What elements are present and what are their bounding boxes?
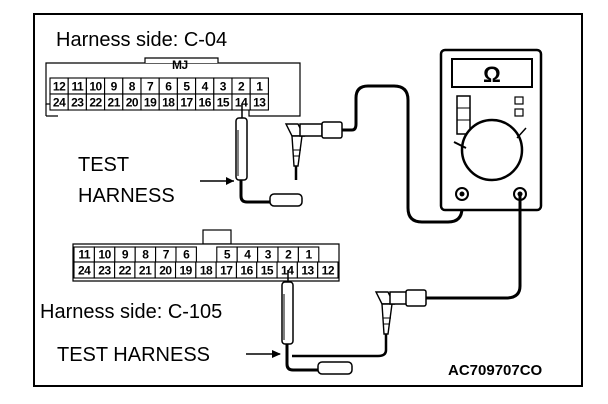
c105-top-pin-number: 1: [306, 248, 313, 262]
c105-bottom-pin-number: 15: [261, 264, 274, 278]
c105-top-pin-number: 10: [98, 248, 111, 262]
test-harness-top-label-2: HARNESS: [78, 185, 175, 207]
c04-top-pin-number: 7: [147, 80, 154, 94]
c04-top-pin-number: 5: [183, 80, 190, 94]
c105-bottom-pin-number: 23: [98, 264, 111, 278]
arrow-top: [226, 177, 234, 185]
test-harness-bottom-label: TEST HARNESS: [57, 344, 210, 366]
c04-top-pin-number: 12: [53, 80, 66, 94]
harness-plug-bottom: [317, 361, 353, 375]
c04-top-pin-number: 11: [71, 80, 84, 94]
c105-bottom-pin-number: 22: [119, 264, 132, 278]
test-harness-top: [235, 104, 343, 207]
c04-bottom-pin-cell: [249, 93, 269, 111]
connector-c04-tag: MJ: [172, 58, 188, 72]
connector-c04-label: Harness side: C-04: [56, 29, 227, 51]
c04-bottom-pin-number: 24: [53, 96, 66, 110]
c04-bottom-pin-number: 18: [162, 96, 175, 110]
c04-bottom-pin-number: 21: [108, 96, 121, 110]
c04-top-pin-number: 6: [165, 80, 172, 94]
c105-bottom-pin-number: 18: [200, 264, 213, 278]
c04-bottom-pin-number: 17: [180, 96, 193, 110]
c04-bottom-pin-number: 14: [235, 96, 248, 110]
c105-bottom-pin-number: 13: [301, 264, 314, 278]
connector-c04-tab: [144, 57, 219, 63]
connector-c105-label: Harness side: C-105: [40, 301, 222, 323]
c105-top-pin-number: 4: [244, 248, 251, 262]
c04-top-pin-number: 4: [202, 80, 209, 94]
c04-bottom-pin-number: 16: [199, 96, 212, 110]
c105-bottom-pin-number: 17: [220, 264, 233, 278]
selector-dial: [460, 118, 524, 182]
c105-top-pin-number: 11: [78, 248, 91, 262]
multimeter-display: [451, 58, 533, 88]
c105-top-pin-number: 9: [122, 248, 129, 262]
c105-top-pin-number: 3: [265, 248, 272, 262]
harness-plug-top: [269, 193, 303, 207]
c105-top-pin-number: 5: [224, 248, 231, 262]
ohm-symbol-icon: Ω: [483, 62, 501, 87]
lead-wire-top: [342, 84, 464, 224]
c04-top-pin-number: 10: [89, 80, 102, 94]
connector-c105-key: [202, 229, 232, 245]
test-harness-top-label-1: TEST: [78, 154, 129, 176]
c105-bottom-pin-number: 12: [322, 264, 335, 278]
figure-code: AC709707CO: [448, 362, 543, 379]
c04-bottom-pin-number: 23: [71, 96, 84, 110]
test-harness-bottom: [281, 270, 427, 375]
c105-bottom-pin-number: 20: [159, 264, 172, 278]
c04-top-pin-number: 3: [220, 80, 227, 94]
c105-bottom-pin-number: 16: [240, 264, 253, 278]
lead-wire-bottom: [424, 196, 522, 300]
c04-bottom-pin-number: 20: [126, 96, 139, 110]
c04-bottom-pin-number: 22: [89, 96, 102, 110]
c105-bottom-pin-cell: [317, 261, 339, 279]
c105-bottom-pin-number: 19: [180, 264, 193, 278]
c105-bottom-pin-number: 21: [139, 264, 152, 278]
c04-bottom-pin-number: 19: [144, 96, 157, 110]
c04-top-pin-number: 2: [238, 80, 245, 94]
c04-bottom-pin-number: 15: [217, 96, 230, 110]
c105-top-pin-number: 6: [183, 248, 190, 262]
c04-bottom-pin-number: 13: [253, 96, 266, 110]
multimeter: Ω: [439, 48, 543, 212]
c04-top-pin-number: 1: [256, 80, 263, 94]
arrow-bottom: [272, 350, 281, 358]
c105-bottom-pin-number: 24: [78, 264, 91, 278]
c04-top-pin-number: 8: [129, 80, 136, 94]
c105-top-pin-number: 7: [163, 248, 170, 262]
c105-top-pin-number: 8: [142, 248, 149, 262]
c04-top-pin-number: 9: [111, 80, 118, 94]
c105-top-pin-number: 2: [285, 248, 292, 262]
